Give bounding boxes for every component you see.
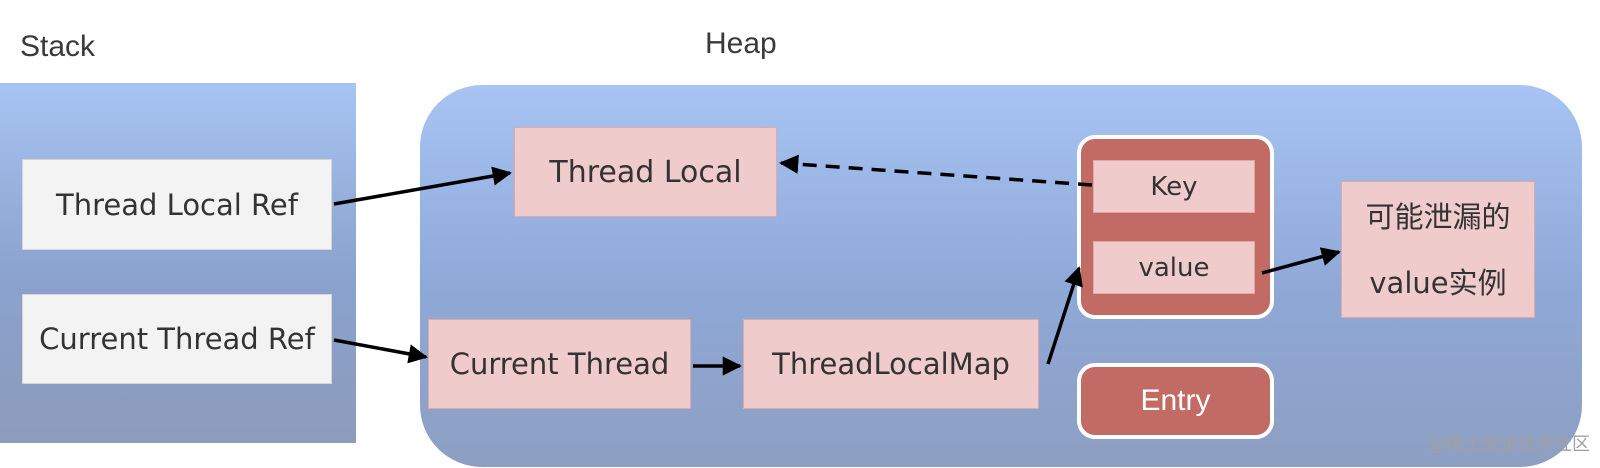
leaked-value-line2: value实例: [1369, 265, 1507, 300]
current-thread-ref-box: Current Thread Ref: [22, 294, 332, 384]
arrow-current-thread-ref-to-current-thread: [333, 338, 428, 364]
entry-key-label: Key: [1150, 171, 1198, 202]
entry-legend-label: Entry: [1140, 384, 1211, 417]
thread-local-ref-label: Thread Local Ref: [56, 187, 298, 222]
leaked-value-box: 可能泄漏的 value实例: [1341, 181, 1535, 318]
current-thread-ref-label: Current Thread Ref: [39, 322, 315, 356]
arrow-map-to-entry: [1046, 266, 1083, 365]
arrow-key-weak-ref-to-thread-local: [779, 154, 1093, 187]
stack-title: Stack: [20, 30, 96, 63]
current-thread-label: Current Thread: [449, 347, 670, 381]
current-thread-box: Current Thread: [428, 319, 691, 409]
thread-local-label: Thread Local: [549, 154, 742, 190]
leaked-value-line1: 可能泄漏的: [1365, 199, 1511, 234]
watermark: @稀土掘金技术社区: [1427, 434, 1590, 454]
entry-legend-box: Entry: [1077, 363, 1274, 439]
entry-value-box: value: [1093, 241, 1255, 294]
arrow-value-to-leaked-instance: [1261, 247, 1341, 275]
entry-value-label: value: [1138, 252, 1210, 283]
heap-title: Heap: [705, 27, 777, 60]
thread-local-box: Thread Local: [514, 127, 777, 217]
entry-key-box: Key: [1093, 160, 1255, 213]
thread-local-map-box: ThreadLocalMap: [743, 319, 1039, 409]
arrow-thread-local-ref-to-thread-local: [333, 166, 512, 206]
thread-local-ref-box: Thread Local Ref: [22, 159, 332, 250]
thread-local-map-label: ThreadLocalMap: [772, 347, 1010, 381]
